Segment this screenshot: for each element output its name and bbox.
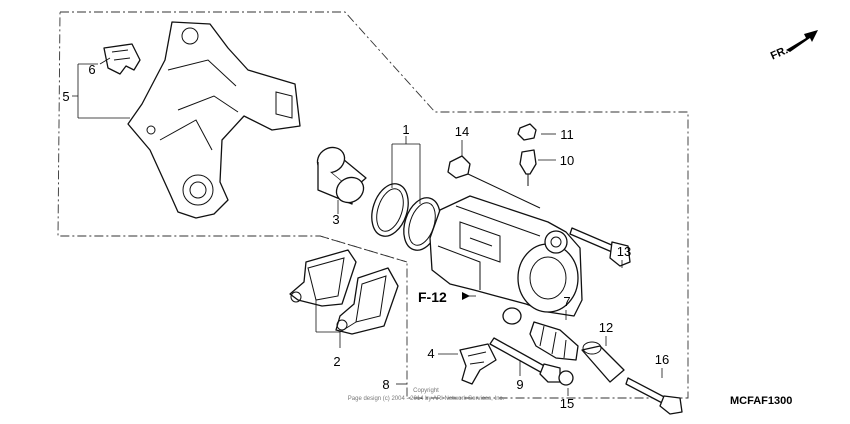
callout-12: 12 (599, 320, 613, 335)
piston-seal-outer (371, 183, 409, 237)
assembly-boundary (57, 11, 689, 399)
pin-sleeve (581, 341, 625, 383)
bleeder-cap (517, 123, 537, 141)
callout-13: 13 (617, 244, 631, 259)
callout-5: 5 (62, 89, 69, 104)
callout-2: 2 (333, 354, 340, 369)
diagram-code: MCFAF1300 (730, 395, 792, 407)
caliper-pin-bolt (625, 377, 683, 415)
caliper-bracket (127, 21, 301, 219)
callout-10: 10 (560, 153, 574, 168)
callout-15: 15 (560, 396, 574, 411)
copyright-line-1: Copyright (413, 388, 439, 394)
caliper-bolt (489, 337, 574, 386)
pad-pin (569, 227, 631, 267)
pad-pin-plug (447, 155, 541, 209)
pad-group-boundary (319, 235, 408, 263)
copyright-line-2: Page design (c) 2004 - 2014 by ARI Netwo… (348, 396, 505, 402)
callout-1: 1 (402, 122, 409, 137)
callout-4: 4 (427, 346, 434, 361)
brake-pad-rear (335, 267, 399, 335)
pin-boot (502, 307, 579, 361)
callout-7: 7 (563, 294, 570, 309)
reference-label: F-12 (418, 289, 447, 305)
direction-label: FR. (769, 44, 790, 62)
pad-retainer (459, 343, 497, 385)
callout-6: 6 (88, 62, 95, 77)
caliper-piston (316, 146, 367, 205)
bleeder-screw (519, 149, 537, 186)
callout-3: 3 (332, 212, 339, 227)
brake-pad-front (289, 249, 357, 307)
pad-spring-clip (103, 43, 141, 75)
callout-8: 8 (382, 377, 389, 392)
callout-16: 16 (655, 352, 669, 367)
callout-9: 9 (516, 377, 523, 392)
front-direction-arrow (786, 30, 818, 52)
callout-11: 11 (560, 127, 574, 142)
callout-14: 14 (455, 124, 469, 139)
caliper-body (429, 195, 583, 317)
